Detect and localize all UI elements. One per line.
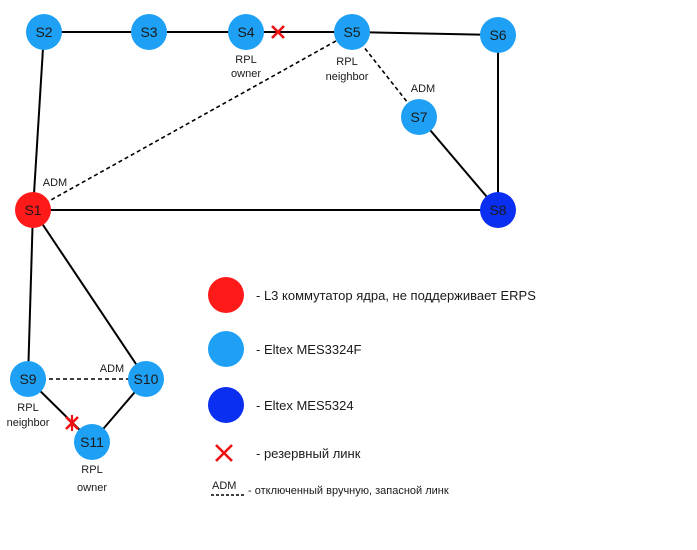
s1-adm-label: ADM	[43, 177, 67, 189]
switch-s8-label: S8	[489, 202, 506, 218]
switch-s7[interactable]: S7	[401, 99, 437, 135]
s9-role-line-2: neighbor	[7, 417, 50, 429]
legend-mes3324-text: - Eltex MES3324F	[256, 342, 362, 357]
switch-s9-label: S9	[19, 371, 36, 387]
switch-s4[interactable]: S4	[228, 14, 264, 50]
legend-mes5324-swatch	[208, 387, 244, 423]
switch-s6-circle	[480, 17, 516, 53]
link-s7-s8	[418, 116, 499, 211]
switch-s4-label: S4	[237, 24, 254, 40]
switch-s3[interactable]: S3	[131, 14, 167, 50]
switch-s5-label: S5	[343, 24, 360, 40]
switch-s10-circle	[128, 361, 164, 397]
switch-s6-label: S6	[489, 27, 506, 43]
legend-backup-text: - резервный линк	[256, 446, 361, 461]
legend-mes3324-swatch	[208, 331, 244, 367]
switch-s8[interactable]: S8	[480, 192, 516, 228]
link-s1-s10	[32, 209, 147, 380]
s4-role-line-2: owner	[231, 68, 261, 80]
switch-s1-circle	[15, 192, 51, 228]
switch-s9-circle	[10, 361, 46, 397]
legend-adm-key: ADM	[212, 480, 236, 492]
s11-role-line-2: owner	[77, 482, 107, 494]
backup-link-marker-s9-s11	[65, 415, 79, 431]
switch-s9[interactable]: S9	[10, 361, 46, 397]
s7-adm-label: ADM	[411, 83, 435, 95]
switch-s7-label: S7	[410, 109, 427, 125]
legend-backup-cross-icon	[215, 444, 233, 462]
switch-s11-circle	[74, 424, 110, 460]
switch-s2[interactable]: S2	[26, 14, 62, 50]
switch-s8-circle	[480, 192, 516, 228]
legend-core-swatch	[208, 277, 244, 313]
switch-s3-label: S3	[140, 24, 157, 40]
switch-s1[interactable]: S1	[15, 192, 51, 228]
s5-role-line-2: neighbor	[326, 71, 369, 83]
switch-s6[interactable]: S6	[480, 17, 516, 53]
switch-s3-circle	[131, 14, 167, 50]
switch-s2-label: S2	[35, 24, 52, 40]
link-s1-s5	[32, 31, 353, 211]
switch-s5[interactable]: S5	[334, 14, 370, 50]
s11-role-line-1: RPL	[81, 464, 102, 476]
legend-adm-text: - отключенный вручную, запасной линк	[248, 485, 449, 497]
legend-core-text: - L3 коммутатор ядра, не поддерживает ER…	[256, 288, 536, 303]
s10-adm-label: ADM	[100, 363, 124, 375]
switch-s11[interactable]: S11	[74, 424, 110, 460]
switch-s11-label: S11	[80, 434, 104, 450]
backup-link-marker-s4-s5	[271, 25, 285, 39]
switch-s4-circle	[228, 14, 264, 50]
s4-role-line-1: RPL	[235, 54, 256, 66]
switch-s2-circle	[26, 14, 62, 50]
switch-s5-circle	[334, 14, 370, 50]
s9-role-line-1: RPL	[17, 402, 38, 414]
switch-s10-label: S10	[134, 371, 159, 387]
link-s5-s6	[351, 31, 499, 36]
switch-s10[interactable]: S10	[128, 361, 164, 397]
link-s1-s2	[32, 31, 45, 211]
link-s1-s9	[27, 209, 34, 380]
legend: - L3 коммутатор ядра, не поддерживает ER…	[208, 277, 536, 497]
s5-role-line-1: RPL	[336, 56, 357, 68]
switch-s1-label: S1	[24, 202, 41, 218]
legend-mes5324-text: - Eltex MES5324	[256, 398, 354, 413]
switch-s7-circle	[401, 99, 437, 135]
